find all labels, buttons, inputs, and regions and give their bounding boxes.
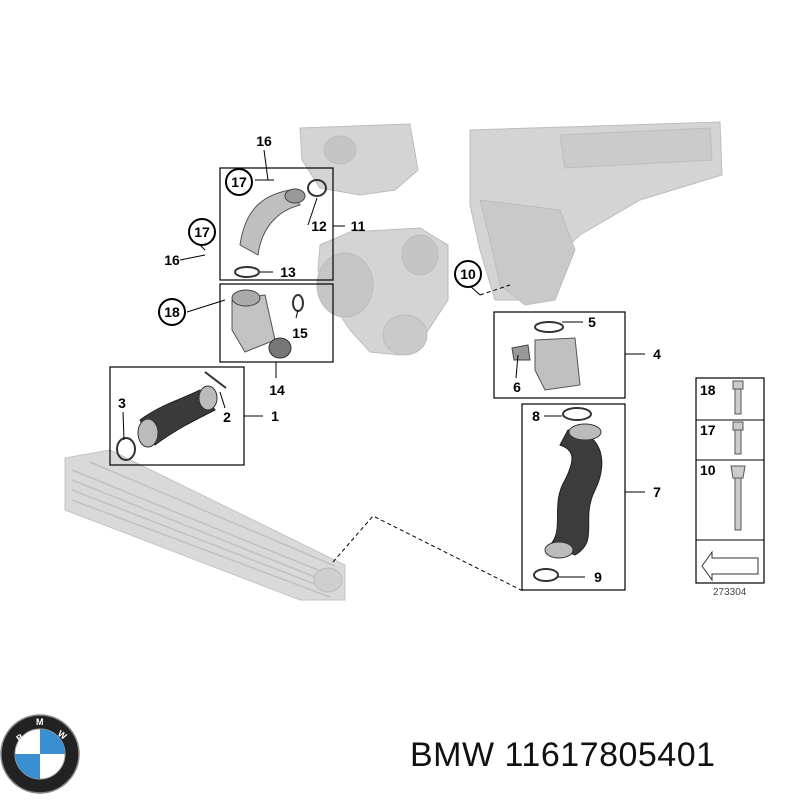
seal-part-3 [116,437,136,461]
bolt-legend [696,380,764,582]
leader-lines [122,149,645,593]
callout-6: 6 [513,379,521,395]
group-boxes [109,167,765,591]
intercooler [64,449,346,601]
callout-18: 18 [164,304,180,320]
seal-part-9 [533,568,559,582]
callout-10: 10 [460,266,476,282]
part-caption: BMW 11617805401 [410,736,716,775]
callout-13: 13 [280,264,296,280]
legend-row-10: 10 [700,462,716,478]
pipe-part-11 [239,188,306,256]
circled-callouts [158,168,482,326]
hose-part-1 [137,385,218,448]
part-number: 11617805401 [504,736,716,774]
throttle-part-14 [231,289,292,359]
arrow-icon [701,550,759,582]
legend-row-17: 17 [700,422,716,438]
callout-9: 9 [594,569,602,585]
callout-2: 2 [223,409,231,425]
callout-11: 11 [351,218,366,234]
throttle-part-4 [511,321,581,391]
svg-text:B: B [14,731,25,743]
callout-16-left: 16 [164,252,180,268]
diagram-number: 273304 [713,587,747,598]
legend-row-18: 18 [700,382,716,398]
seal-part-15 [292,294,304,312]
callout-16-top: 16 [256,133,272,149]
callout-15: 15 [292,325,308,341]
brand-name: BMW [410,736,495,774]
callout-4: 4 [653,346,661,362]
callout-17-left: 17 [194,224,210,240]
seal-part-8 [562,407,592,421]
callout-7: 7 [653,484,661,500]
callout-12: 12 [311,218,327,234]
seal-part-12 [307,179,327,197]
callout-17-top: 17 [231,174,247,190]
engine-background [299,121,723,356]
callout-3: 3 [118,395,126,411]
callout-1: 1 [271,408,279,424]
hose-part-7 [544,423,603,559]
callout-14: 14 [269,382,285,398]
svg-text:M: M [36,717,44,727]
callout-5: 5 [588,314,596,330]
callout-8: 8 [532,408,540,424]
seal-part-13 [234,266,260,278]
clip-part-2 [204,371,227,389]
bmw-logo: B M W [0,714,80,794]
